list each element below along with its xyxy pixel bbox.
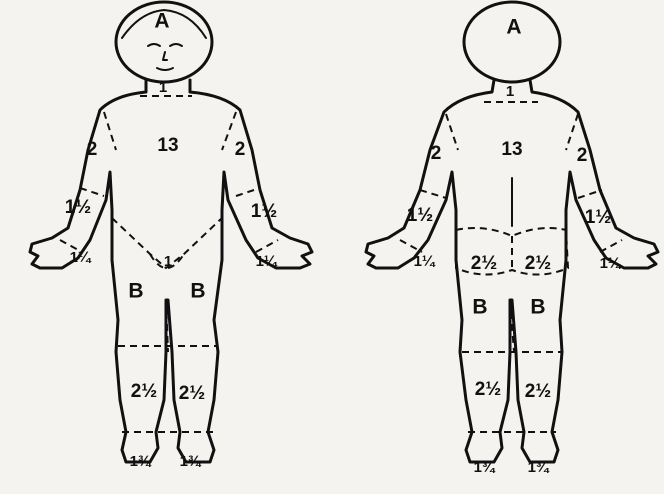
front-label-genitalia: 1 bbox=[164, 253, 172, 270]
front-label-foot-right: 1¾ bbox=[130, 453, 152, 470]
front-face bbox=[148, 44, 182, 70]
front-label-thigh-left: B bbox=[190, 280, 205, 303]
back-label-hand-left: 1¼ bbox=[414, 253, 436, 270]
back-view bbox=[366, 2, 658, 462]
front-label-head: A bbox=[154, 10, 169, 33]
back-head-outline bbox=[464, 2, 560, 82]
back-label-thigh-left: B bbox=[472, 296, 487, 319]
front-elbow-line-left bbox=[236, 188, 260, 196]
back-label-buttock-left: 2½ bbox=[471, 253, 497, 274]
back-label-neck: 1 bbox=[506, 83, 514, 100]
front-label-thigh-right: B bbox=[128, 280, 143, 303]
front-elbow-line-right bbox=[80, 188, 104, 196]
back-label-upper-arm-left: 2 bbox=[431, 143, 442, 164]
back-label-forearm-right: 1½ bbox=[585, 207, 611, 228]
back-label-hand-right: 1¼ bbox=[600, 255, 622, 272]
front-view bbox=[30, 2, 312, 462]
back-shoulder-line-left bbox=[446, 114, 458, 150]
front-label-upper-arm-right: 2 bbox=[87, 139, 98, 160]
back-label-foot-right: 1¾ bbox=[528, 459, 550, 476]
front-label-forearm-left: 1½ bbox=[251, 201, 277, 222]
back-label-lower-leg-right: 2½ bbox=[525, 381, 551, 402]
back-label-head: A bbox=[506, 16, 521, 39]
back-label-forearm-left: 1½ bbox=[407, 205, 433, 226]
front-shoulder-line-right bbox=[104, 112, 116, 150]
front-label-trunk: 13 bbox=[157, 135, 178, 156]
back-elbow-line-right bbox=[578, 190, 602, 198]
front-label-upper-arm-left: 2 bbox=[235, 139, 246, 160]
back-label-lower-leg-left: 2½ bbox=[475, 379, 501, 400]
back-elbow-line-left bbox=[420, 190, 446, 198]
back-label-thigh-right: B bbox=[530, 296, 545, 319]
front-label-neck: 1 bbox=[159, 79, 167, 96]
front-label-hand-left: 1¼ bbox=[256, 253, 278, 270]
front-wrist-line-left bbox=[256, 240, 278, 252]
front-label-foot-left: 1¾ bbox=[180, 453, 202, 470]
front-label-hand-right: 1¼ bbox=[70, 249, 92, 266]
back-labels: A 1 13 2 2 1½ 1½ 1¼ 1¼ 2½ 2½ B B 2½ 2½ 1… bbox=[407, 16, 622, 476]
back-label-buttock-right: 2½ bbox=[525, 253, 551, 274]
front-label-lower-leg-right: 2½ bbox=[131, 381, 157, 402]
front-label-forearm-right: 1½ bbox=[65, 197, 91, 218]
back-wrist-line-right bbox=[600, 240, 622, 252]
back-label-trunk: 13 bbox=[501, 139, 522, 160]
back-label-upper-arm-right: 2 bbox=[577, 145, 588, 166]
back-label-foot-left: 1¾ bbox=[474, 459, 496, 476]
front-label-lower-leg-left: 2½ bbox=[179, 383, 205, 404]
